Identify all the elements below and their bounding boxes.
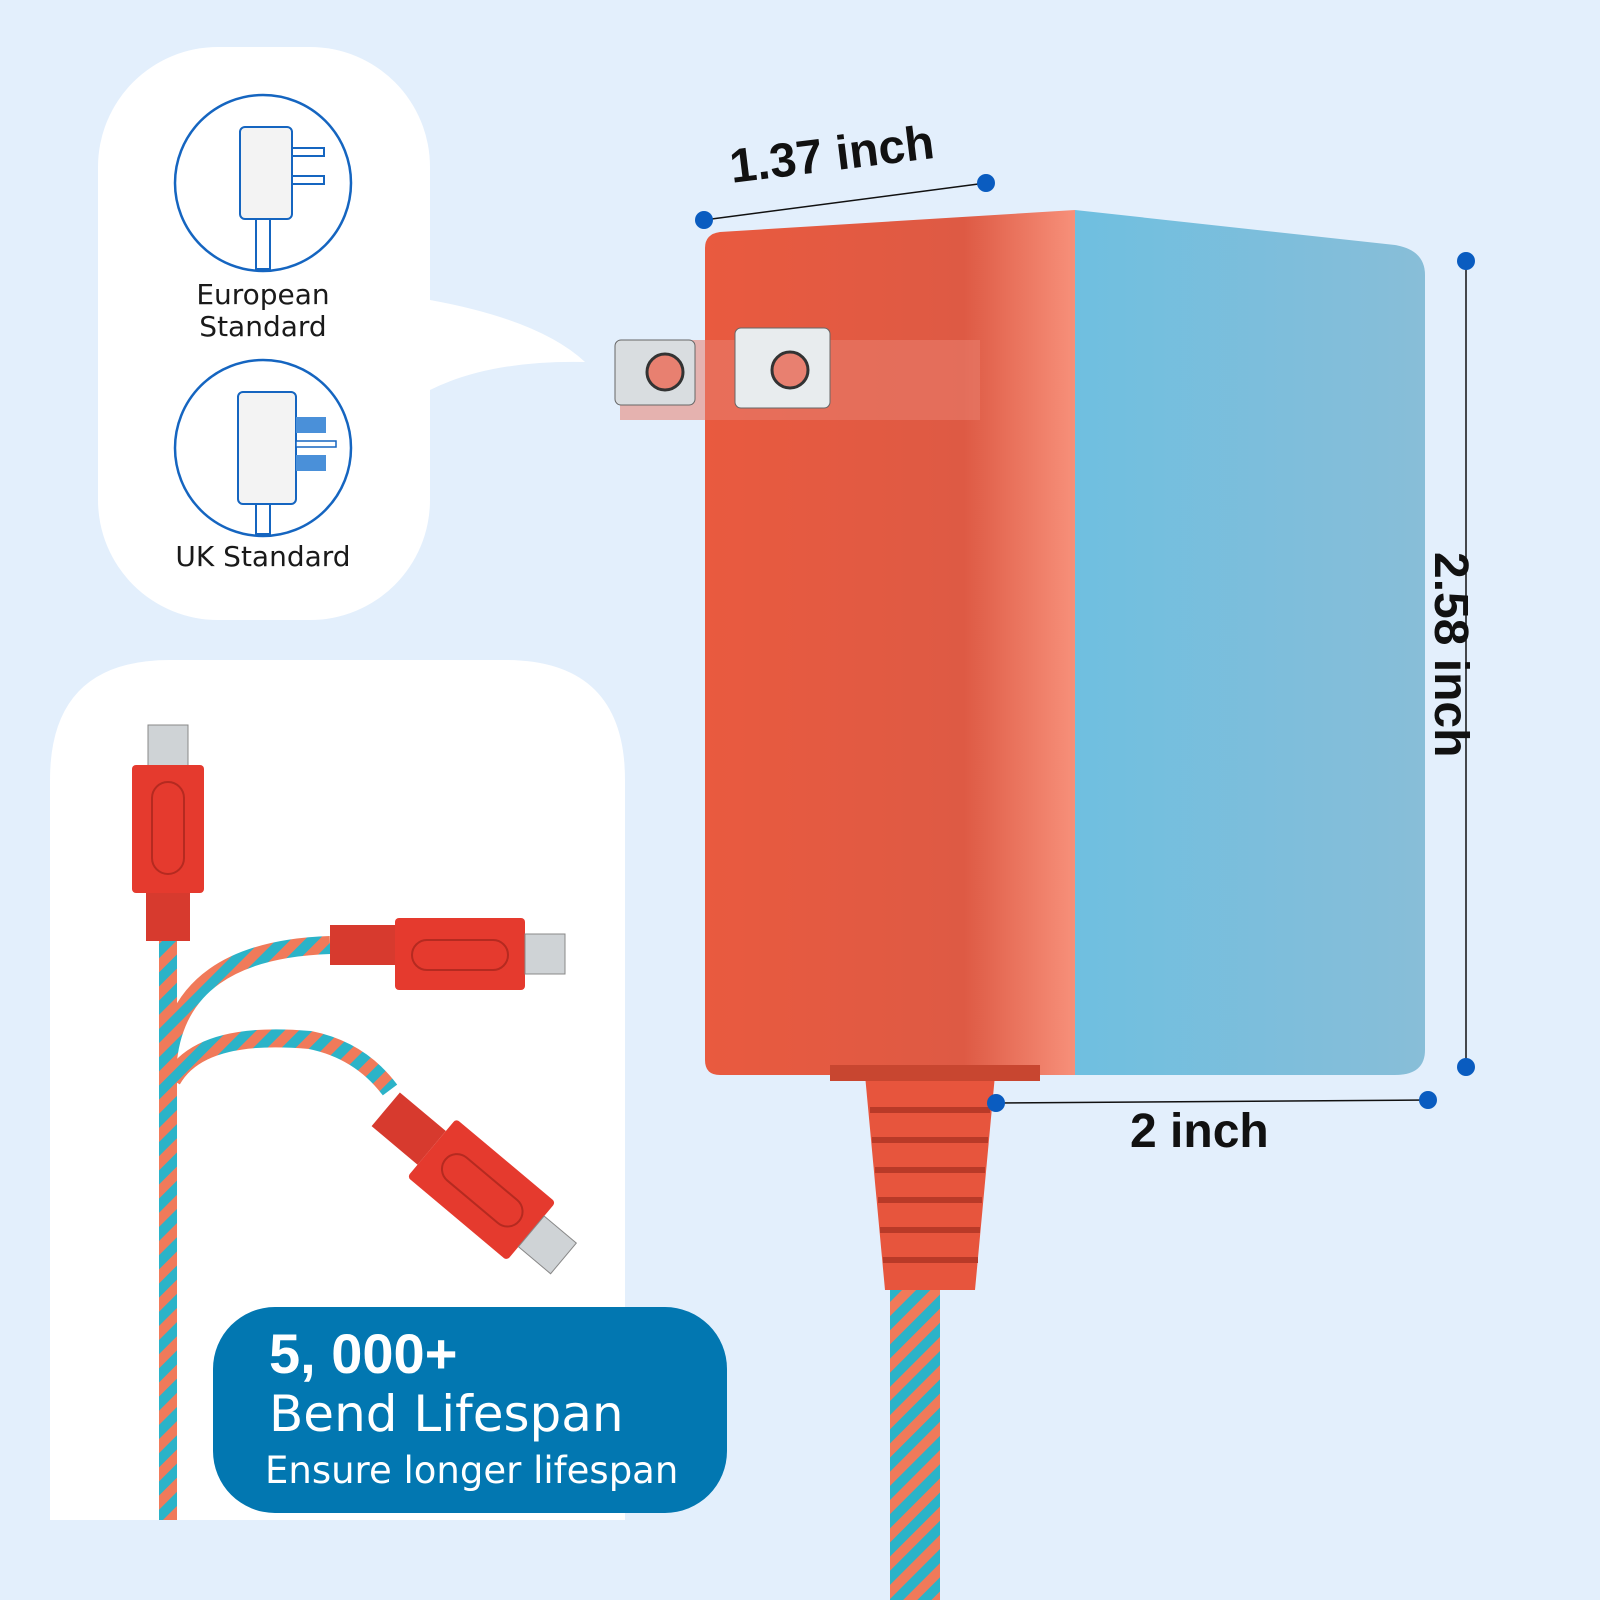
bend-count: 5, 000+ (269, 1322, 458, 1385)
height-dimension-label: 2.58 inch (1424, 552, 1477, 758)
badge-title: Bend Lifespan (269, 1385, 624, 1443)
plug-options-bubble (98, 47, 585, 620)
dimension-markers (695, 174, 1475, 1112)
european-standard-label: European Standard (196, 278, 330, 343)
usb-c-cables-illustration (132, 724, 578, 1520)
power-adapter-illustration (614, 210, 1425, 1600)
width-dimension-label: 2 inch (1130, 1105, 1269, 1158)
badge-subtitle: Ensure longer lifespan (265, 1449, 679, 1492)
bend-lifespan-badge: 5, 000+ Bend Lifespan Ensure longer life… (213, 1307, 727, 1513)
uk-plug-icon (173, 358, 353, 538)
uk-standard-label: UK Standard (175, 540, 351, 573)
european-plug-icon (173, 93, 353, 273)
